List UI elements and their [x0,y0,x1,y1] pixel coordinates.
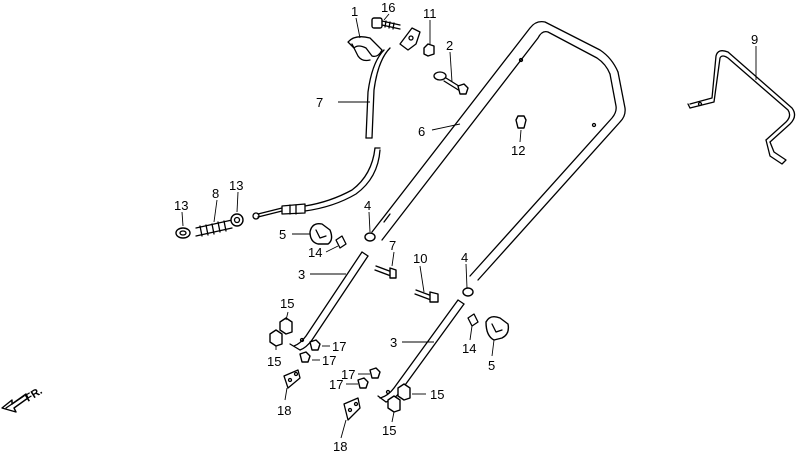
callout-18-right: 18 [333,439,347,454]
callout-10: 10 [413,251,427,266]
nut-part-17-b [299,351,311,363]
callout-17-a: 17 [332,339,346,354]
callout-11: 11 [423,6,437,21]
callout-15-c: 15 [430,387,444,402]
bracket-part-18-left [283,369,301,389]
bolt-part-10 [414,289,439,303]
front-direction-arrow: FR. [1,385,45,413]
callout-17-c: 17 [341,367,355,382]
callout-17-b: 17 [322,353,336,368]
handle-knob-part-right [485,315,510,341]
callout-9: 9 [751,32,758,47]
callout-13-right: 13 [229,178,243,193]
nut-part-17-d [357,377,369,389]
clip-part-14-left [335,235,347,249]
callout-labels: 1 16 11 2 7 6 12 9 13 8 13 4 5 14 7 10 4… [174,0,758,454]
callout-14-left: 14 [308,245,322,260]
callout-14-right: 14 [462,341,476,356]
nut-part-11 [423,43,435,57]
callout-3-right: 3 [390,335,397,350]
callout-3-left: 3 [298,267,305,282]
callout-4-right: 4 [461,250,468,265]
bag-frame-part [687,50,796,165]
cable-clamp-part [347,36,383,62]
bushing-part-15-lower-left [269,329,283,347]
bushing-part-15-lower-right [387,395,401,413]
nut-part-17-c [369,367,381,379]
lower-handle-part-right [377,299,465,403]
callout-18-left: 18 [277,403,291,418]
clip-part-14-right [467,313,479,327]
callout-5-right: 5 [488,358,495,373]
callout-8: 8 [212,186,219,201]
control-cable-part [252,47,391,220]
callout-17-d: 17 [329,377,343,392]
handle-knob-part-left [309,222,333,245]
cable-spring-part [195,219,233,237]
bracket-part-18-right [343,397,361,421]
callout-2: 2 [446,38,453,53]
callout-15-d: 15 [382,423,396,438]
grommet-part-4-right [462,287,474,297]
nut-part-17-a [309,339,321,351]
callout-7-upper: 7 [316,95,323,110]
callout-7-lower: 7 [389,238,396,253]
callout-5-left: 5 [279,227,286,242]
callout-15-a: 15 [280,296,294,311]
callout-13-left: 13 [174,198,188,213]
lower-handle-part-left [289,251,369,351]
eye-bolt-part [433,71,469,95]
bushing-part-15-upper-right [397,383,411,401]
leader-lines [181,13,757,439]
callout-16: 16 [381,0,395,15]
bolt-part-7-lower [374,265,397,279]
grommet-part-12 [515,115,527,129]
spring-cap-part-left [175,227,191,239]
callout-1: 1 [351,4,358,19]
upper-handle-part [371,20,626,281]
front-direction-label: FR. [23,385,44,405]
grommet-part-4-left [364,232,376,242]
callout-6: 6 [418,124,425,139]
bushing-part-15-upper-left [279,317,293,335]
callout-4-left: 4 [364,198,371,213]
spring-cap-part-right [230,213,244,227]
callout-12: 12 [511,143,525,158]
cable-bracket-part [399,27,421,51]
bolt-part-16 [371,17,401,30]
callout-15-b: 15 [267,354,281,369]
